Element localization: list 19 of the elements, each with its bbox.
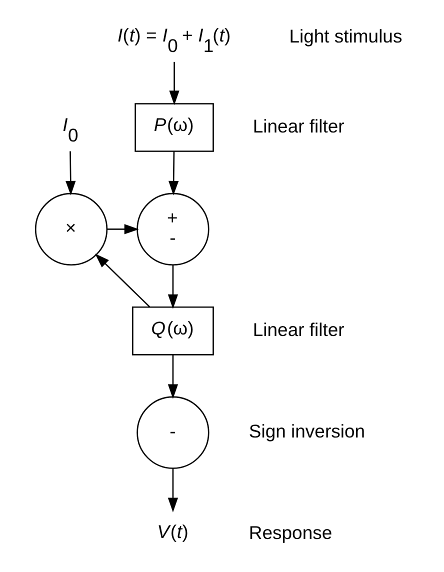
arrow bbox=[168, 151, 178, 196]
arrow bbox=[167, 354, 178, 399]
node-label: Linear filter bbox=[252, 115, 344, 136]
node-label: Linear filter bbox=[252, 318, 344, 340]
arrow bbox=[65, 151, 76, 196]
node-label: Response bbox=[248, 522, 332, 544]
arrow bbox=[167, 468, 178, 512]
node-circle: + - bbox=[136, 192, 209, 266]
node-label: Sign inversion bbox=[248, 420, 365, 442]
node-circle: - bbox=[136, 396, 209, 469]
arrow bbox=[94, 254, 150, 308]
node-box: P(ω) bbox=[134, 103, 214, 152]
arrow bbox=[167, 265, 178, 309]
node-circle: × bbox=[34, 192, 108, 266]
node-box: Q(ω) bbox=[132, 306, 214, 356]
node-text: V(t) bbox=[156, 520, 188, 542]
node-label: Light stimulus bbox=[288, 26, 402, 47]
arrow bbox=[106, 224, 138, 234]
arrow bbox=[168, 62, 179, 106]
